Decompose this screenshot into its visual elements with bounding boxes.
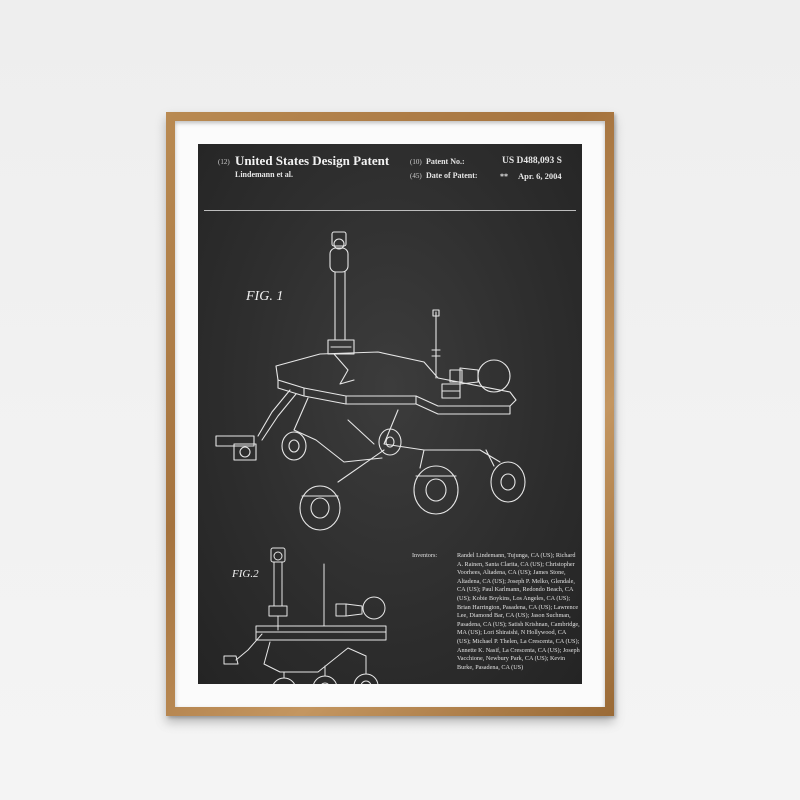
fig1-wheel-front-right (282, 432, 306, 460)
patent-no-code: (10) (410, 158, 422, 166)
inventors-label: Inventors: (412, 552, 438, 559)
header-divider (204, 210, 576, 211)
fig1-wheel-rear-left (491, 462, 525, 502)
inventor-short: Lindemann et al. (235, 170, 294, 179)
fig1-wheel-mid-left (414, 466, 458, 514)
white-mat: (12) United States Design Patent Lindema… (175, 121, 605, 707)
fig1-mast-head (330, 248, 348, 272)
patent-header: (12) United States Design Patent Lindema… (198, 144, 582, 210)
patent-title: United States Design Patent (235, 153, 390, 168)
fig2-rover-drawing (224, 548, 386, 684)
fig1-rover-drawing (198, 144, 582, 684)
date-marker: ** (500, 172, 508, 181)
patent-date: Apr. 6, 2004 (518, 171, 562, 181)
fig1-high-gain-dish (478, 360, 510, 392)
fig1-wheel-mid-right (379, 429, 401, 455)
kind-code: (12) (218, 158, 230, 166)
fig1-suspension (294, 398, 382, 462)
fig1-rover-deck (276, 352, 516, 406)
date-label: Date of Patent: (426, 171, 478, 180)
date-code: (45) (410, 172, 422, 180)
inventors-list: Randel Lindemann, Tujunga, CA (US); Rich… (457, 552, 580, 671)
wooden-frame: (12) United States Design Patent Lindema… (166, 112, 614, 716)
fig2-label: FIG.2 (232, 568, 259, 580)
fig1-camera-head (332, 232, 346, 246)
patent-no-label: Patent No.: (426, 157, 465, 166)
patent-number: US D488,093 S (502, 156, 562, 166)
fig1-label: FIG. 1 (246, 289, 284, 304)
patent-poster: (12) United States Design Patent Lindema… (198, 144, 582, 684)
fig1-robotic-arm (258, 390, 290, 436)
fig1-wheel-front-left (300, 486, 340, 530)
